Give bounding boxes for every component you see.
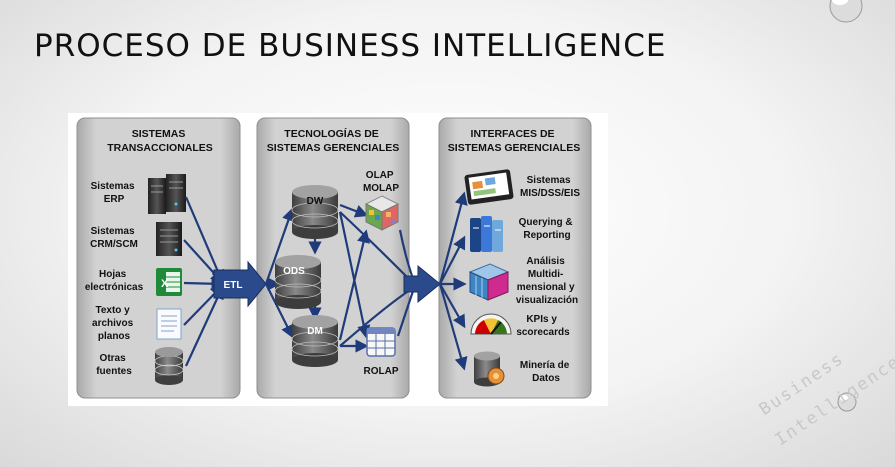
source-crm-label: Sistemas CRM/SCM (90, 226, 138, 250)
server-icon (148, 174, 186, 214)
dw-label: DW (307, 196, 324, 207)
interface-analysis-label: Análisis Multidi- mensional y visualizac… (516, 256, 578, 306)
spreadsheet-icon: X (156, 268, 182, 296)
business-intelligence-watermark: Business Intelligence (756, 349, 895, 451)
data-mining-icon (474, 351, 505, 387)
dw-database-icon: DW (291, 185, 339, 239)
middle-flow-lines (264, 203, 416, 353)
panel-interfaces-title: INTERFACES DE SISTEMAS GERENCIALES (448, 128, 580, 154)
etl-label: ETL (224, 280, 243, 291)
server-icon (156, 222, 182, 256)
panel-management-interfaces (438, 117, 592, 399)
rolap-label: ROLAP (364, 366, 399, 377)
interfaces-fan-arrows (438, 191, 468, 371)
database-icon (154, 347, 184, 385)
ods-database-icon: ODS (274, 255, 322, 309)
gauge-icon (470, 313, 512, 335)
interface-mis-label: Sistemas MIS/DSS/EIS (520, 175, 580, 199)
source-erp-label: Sistemas ERP (91, 181, 138, 205)
text-file-icon (156, 308, 182, 340)
dm-database-icon: DM (291, 315, 339, 367)
svg-text:X: X (161, 278, 169, 290)
panel-technologies-title: TECNOLOGÍAS DE SISTEMAS GERENCIALES (267, 127, 399, 154)
interface-kpi-label: KPIs y scorecards (516, 314, 570, 338)
delivery-arrow (403, 264, 441, 304)
slide-title: PROCESO DE BUSINESS INTELLIGENCE (34, 28, 667, 64)
source-other-label: Otras fuentes (96, 353, 132, 377)
rolap-table-icon (366, 327, 396, 357)
panel-transactional-title: SISTEMAS TRANSACCIONALES (107, 128, 213, 154)
decorative-bubble-icon (829, 0, 863, 23)
source-text-files-label: Texto y archivos planos (92, 305, 136, 342)
olap-cube-icon (364, 195, 400, 231)
decorative-bubble-icon (837, 392, 857, 412)
interface-querying-label: Querying & Reporting (519, 217, 576, 241)
cube-analysis-icon (468, 263, 510, 301)
olap-molap-label: OLAP MOLAP (363, 170, 399, 194)
panel-transactional (76, 117, 241, 399)
report-binders-icon (470, 216, 503, 252)
dashboard-screen-icon (464, 169, 514, 205)
etl-arrow: ETL (213, 260, 267, 308)
dm-label: DM (307, 326, 323, 337)
ods-label: ODS (283, 266, 305, 277)
interface-mining-label: Minería de Datos (520, 360, 572, 384)
source-spreadsheets-label: Hojas electrónicas (85, 269, 144, 293)
